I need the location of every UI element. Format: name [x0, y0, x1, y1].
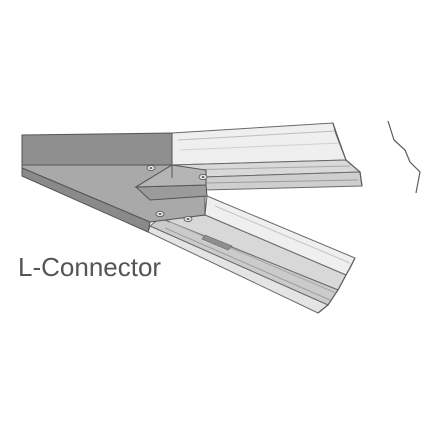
screw-upper-left: [146, 164, 156, 171]
screw-upper-right: [198, 173, 208, 180]
caption-label: L-Connector: [18, 252, 162, 282]
connector-body: [21, 132, 208, 233]
break-line: [387, 120, 421, 194]
screw-lower-left: [155, 210, 165, 217]
lower-rail-profile: [147, 195, 356, 314]
screw-lower-right: [183, 215, 193, 222]
